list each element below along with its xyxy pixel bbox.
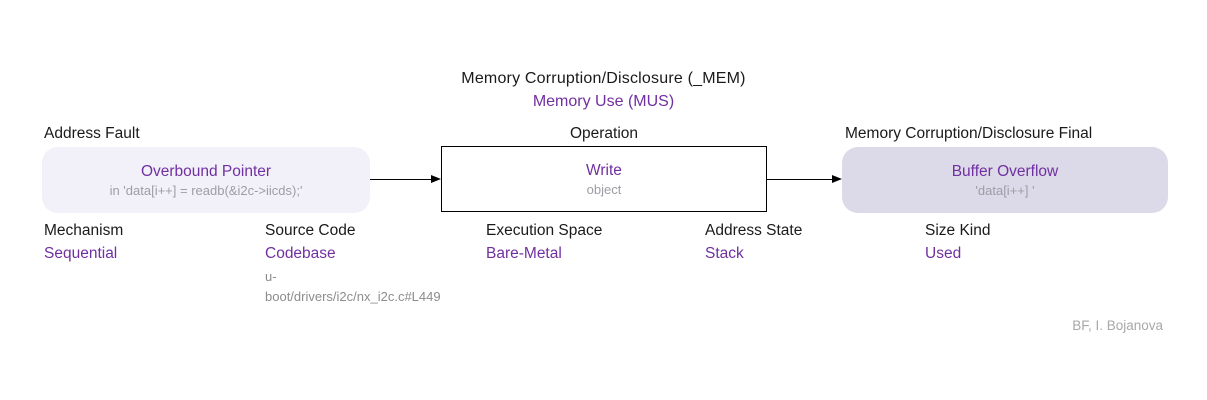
operation-node-detail: object <box>586 182 622 197</box>
attribute-size-kind: Size Kind Used <box>925 219 1125 265</box>
arrow-line <box>767 179 833 181</box>
consequence-node-detail: 'data[i++] ' <box>975 183 1035 198</box>
attribution-text: BF, I. Bojanova <box>1072 318 1163 333</box>
arrow-line <box>370 179 432 181</box>
attribute-label: Mechanism <box>44 222 124 239</box>
attribute-note: u-boot/drivers/i2c/nx_i2c.c#L449 <box>265 269 441 304</box>
cause-node: Overbound Pointer in 'data[i++] = readb(… <box>42 147 370 213</box>
diagram-title: Memory Corruption/Disclosure (_MEM) <box>461 70 746 87</box>
cause-node-title: Overbound Pointer <box>140 163 272 180</box>
attribute-source-code: Source Code Codebase u-boot/drivers/i2c/… <box>265 219 465 306</box>
attribute-mechanism: Mechanism Sequential <box>44 219 244 265</box>
cause-section-label: Address Fault <box>44 125 140 142</box>
consequence-node-title: Buffer Overflow <box>951 163 1059 180</box>
attribute-label: Size Kind <box>925 222 991 239</box>
attribute-execution-space: Execution Space Bare-Metal <box>486 219 686 265</box>
attribute-label: Address State <box>705 222 803 239</box>
arrow-head-icon <box>431 175 441 184</box>
arrow-cause-to-operation <box>370 175 441 185</box>
attribute-value: Sequential <box>44 245 118 262</box>
arrow-operation-to-consequence <box>767 175 842 185</box>
attribute-value: Stack <box>705 245 744 262</box>
final-section-label: Memory Corruption/Disclosure Final <box>845 125 1093 142</box>
operation-node: Write object <box>441 146 767 212</box>
operation-node-title: Write <box>586 162 622 179</box>
attribute-label: Source Code <box>265 222 356 239</box>
attribute-value: Codebase <box>265 245 336 262</box>
attribute-value: Used <box>925 245 962 262</box>
consequence-node: Buffer Overflow 'data[i++] ' <box>842 147 1168 213</box>
attribute-address-state: Address State Stack <box>705 219 905 265</box>
attribute-label: Execution Space <box>486 222 603 239</box>
operation-section-label: Operation <box>569 125 639 142</box>
diagram-subtitle: Memory Use (MUS) <box>532 93 675 110</box>
attribute-value: Bare-Metal <box>486 245 562 262</box>
arrow-head-icon <box>832 175 842 184</box>
cause-node-detail: in 'data[i++] = readb(&i2c->iicds);' <box>109 183 303 198</box>
